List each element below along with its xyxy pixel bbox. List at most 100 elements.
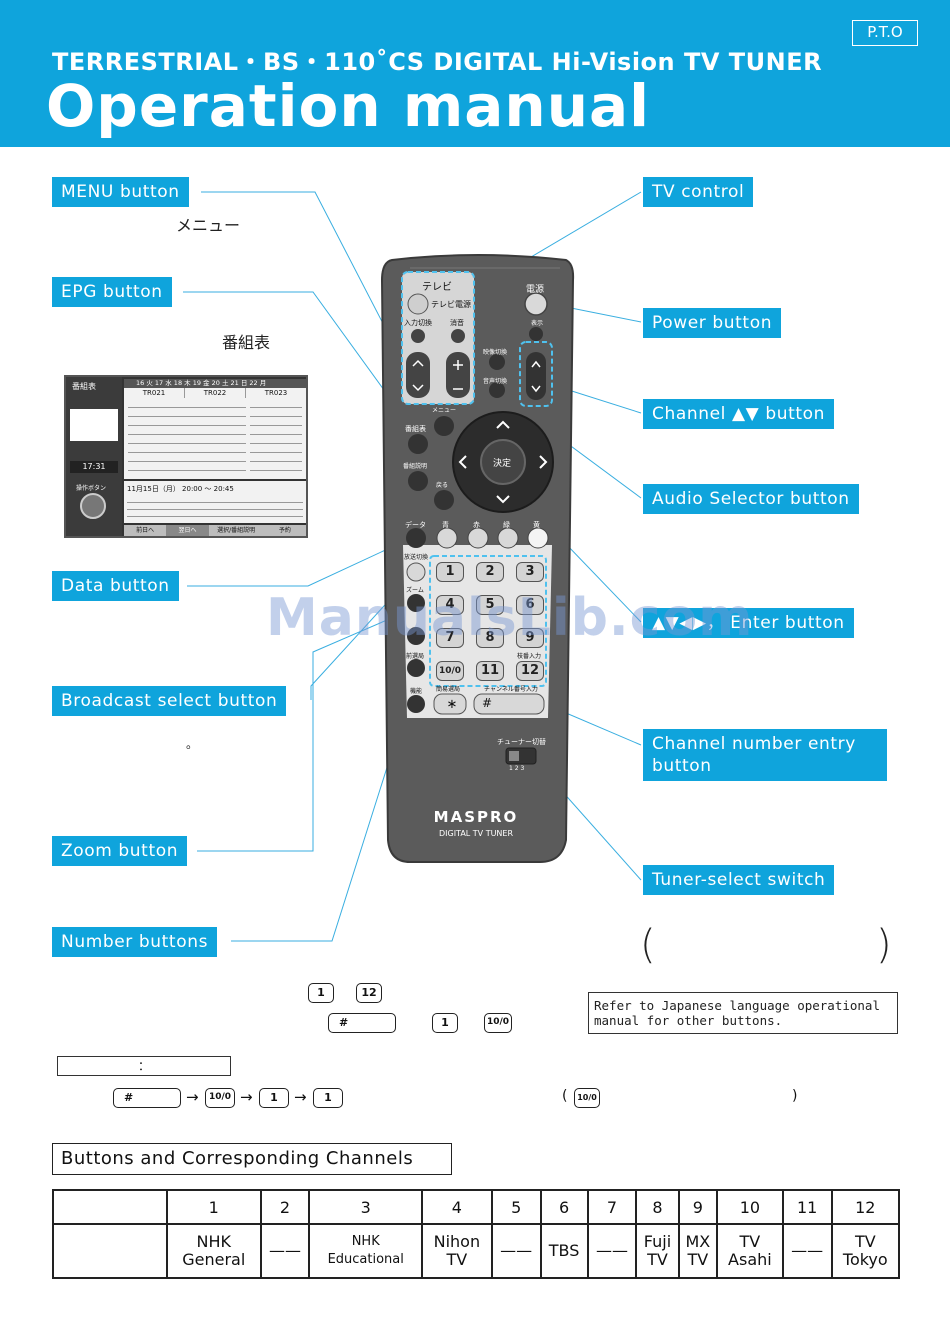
- table-header-5: 5: [490, 1189, 542, 1225]
- number-pad-outline: [429, 555, 547, 687]
- table-row-label-cell: [52, 1223, 168, 1279]
- key-1b-icon: 1: [432, 1013, 458, 1033]
- hash-key-label: #: [482, 696, 493, 710]
- watermark: ManualsLib.com: [266, 588, 754, 648]
- brand-logo: MASPRO: [434, 808, 519, 826]
- number-key-10[interactable]: 10/0: [436, 661, 464, 681]
- remote-power-label: 電源: [526, 285, 545, 295]
- epg-side-title: 番組表: [72, 382, 96, 391]
- epg-listing-lines-2: [250, 401, 302, 475]
- channel-number-entry-label: Channel number entry button: [643, 729, 887, 781]
- remote-branch-label: 枝番入力: [517, 653, 542, 660]
- remote-tuner-label: チューナー切替: [497, 738, 546, 746]
- table-header-8: 8: [635, 1189, 680, 1225]
- menu-button: [434, 416, 454, 436]
- remote-broadcast-label: 放送切換: [404, 554, 429, 561]
- table-channel-2: ——: [259, 1223, 311, 1279]
- table-header-10: 10: [716, 1189, 784, 1225]
- epg-screen-image: 番組表 17:31 操作ボタン 16 火 17 水 18 木 19 金 20 土…: [64, 375, 308, 538]
- data-button: [406, 528, 426, 548]
- tv-channel-rocker: [406, 352, 430, 398]
- number-key-5[interactable]: 5: [476, 595, 504, 615]
- epg-dpad-icon: [80, 493, 106, 519]
- epg-info-panel: 11月15日（月） 20:00 〜 20:45: [124, 481, 306, 523]
- remote-input-label: 入力切換: [404, 319, 432, 327]
- seq-arrow-2: →: [240, 1088, 253, 1106]
- remote-display-label: 表示: [531, 320, 544, 327]
- input-button: [411, 329, 425, 343]
- table-header-2: 2: [259, 1189, 311, 1225]
- seq-1b-icon: 1: [313, 1088, 343, 1108]
- epg-button: [408, 434, 428, 454]
- enter-button-label: ▲▼◀▶， Enter button: [643, 608, 854, 638]
- model-text: DIGITAL TV TUNER: [439, 829, 514, 838]
- remote-red-label: 赤: [473, 521, 480, 529]
- display-button: [529, 327, 543, 341]
- table-header-6: 6: [539, 1189, 589, 1225]
- number-key-4[interactable]: 4: [436, 595, 464, 615]
- number-key-3[interactable]: 3: [516, 562, 544, 582]
- hash-button: [473, 693, 545, 715]
- number-key-9[interactable]: 9: [516, 628, 544, 648]
- seq-arrow-3: →: [294, 1088, 307, 1106]
- mute-button: [451, 329, 465, 343]
- epg-foot-select: 選択/番組説明: [217, 527, 256, 534]
- seq-arrow-1: →: [186, 1088, 199, 1106]
- remote-zoom-label: ズーム: [406, 587, 424, 594]
- paren-close: ): [876, 922, 892, 968]
- table-channel-6: TBS: [539, 1223, 589, 1279]
- channel-button-label: Channel ▲▼ button: [643, 399, 835, 429]
- key-1-icon: 1: [308, 983, 334, 1003]
- table-corner-cell: [52, 1189, 168, 1225]
- epg-program-grid: 16 火 17 水 18 木 19 金 20 土 21 日 22 月 TR021…: [124, 379, 306, 479]
- remote-back-label: 戻る: [436, 482, 449, 489]
- power-button: [524, 292, 548, 316]
- epg-button-label: EPG button: [52, 277, 172, 307]
- channel-table-title: Buttons and Corresponding Channels: [52, 1143, 452, 1175]
- number-key-6[interactable]: 6: [516, 595, 544, 615]
- key-10-icon: 10/0: [484, 1013, 512, 1033]
- menu-button-label: MENU button: [52, 177, 189, 207]
- menu-japanese: メニュー: [176, 216, 241, 235]
- epg-date-row: 16 火 17 水 18 木 19 金 20 土 21 日 22 月: [124, 379, 306, 388]
- remote-data-label: データ: [405, 521, 426, 529]
- epg-channel-3: TR023: [264, 389, 288, 397]
- remote-green-label: 緑: [503, 521, 510, 529]
- number-key-8[interactable]: 8: [476, 628, 504, 648]
- number-key-2[interactable]: 2: [476, 562, 504, 582]
- number-key-11[interactable]: 11: [476, 661, 504, 681]
- number-key-12[interactable]: 12: [516, 661, 544, 681]
- number-key-1[interactable]: 1: [436, 562, 464, 582]
- star-key-label: ∗: [446, 697, 458, 712]
- red-button: [467, 527, 489, 549]
- page-title: Operation manual: [46, 72, 651, 140]
- data-button-label: Data button: [52, 571, 179, 601]
- header-banner: TERRESTRIAL・BS・110˚CS DIGITAL Hi-Vision …: [0, 0, 950, 147]
- remote-tuner-positions: 1 2 3: [509, 765, 525, 772]
- table-header-12: 12: [830, 1189, 901, 1225]
- preset-button: [407, 659, 425, 677]
- remote-video-label: 映像切換: [483, 349, 508, 356]
- remote-mute-label: 消音: [450, 319, 464, 327]
- number-key-7[interactable]: 7: [436, 628, 464, 648]
- remote-audio-label: 音声切換: [483, 378, 508, 385]
- video-switch-button: [489, 354, 505, 370]
- broadcast-select-label: Broadcast select button: [52, 686, 287, 716]
- remote-tv-label: テレビ: [422, 282, 452, 293]
- example-box: ：: [57, 1056, 231, 1076]
- epg-foot-prev: 前日へ: [136, 527, 155, 534]
- function-button: [407, 695, 425, 713]
- epg-foot-next: 翌日へ: [166, 525, 209, 536]
- yellow-button: [527, 527, 549, 549]
- number-buttons-label: Number buttons: [52, 927, 218, 957]
- epg-foot-reserve: 予約: [278, 527, 291, 534]
- seq-hash-icon: #: [113, 1088, 181, 1108]
- remote-func-label: 機能: [410, 688, 423, 695]
- epg-japanese: 番組表: [222, 333, 271, 352]
